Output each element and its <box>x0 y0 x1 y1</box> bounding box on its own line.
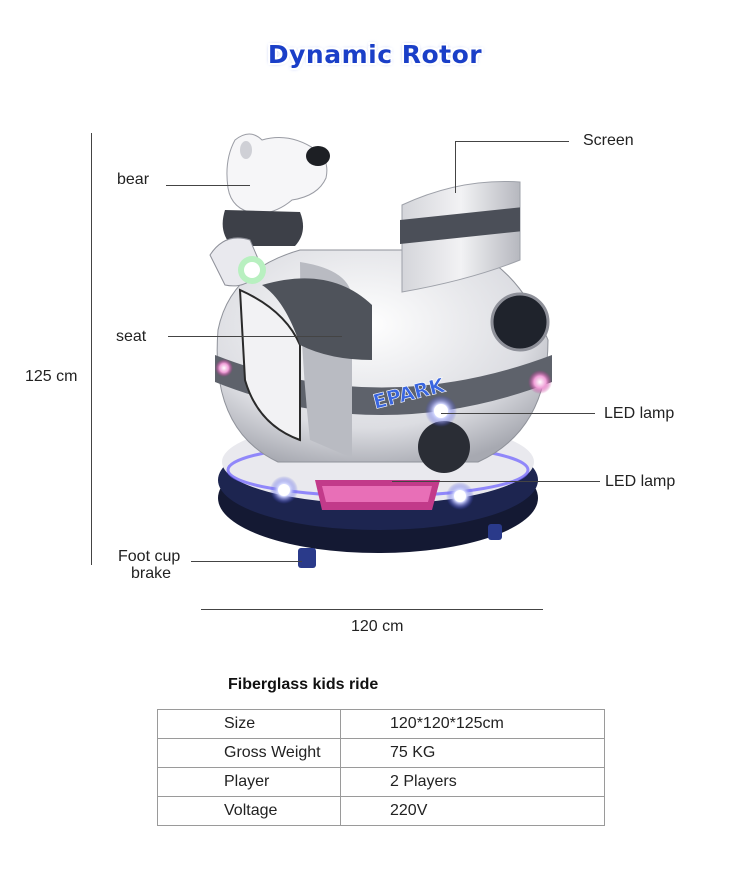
spec-value: 2 Players <box>340 767 605 797</box>
ride-pod <box>215 249 552 473</box>
callout-line-led-lower <box>392 481 600 482</box>
callout-line-foot-cup <box>191 561 302 562</box>
callout-line-screen <box>456 141 569 142</box>
height-dimension-line <box>91 133 92 565</box>
led-lamp-icon <box>215 359 552 510</box>
width-dimension-label: 120 cm <box>351 618 404 635</box>
callout-bear: bear <box>117 171 150 188</box>
callout-led-lamp-lower: LED lamp <box>605 473 676 490</box>
ride-illustration: EPARK <box>209 133 552 568</box>
callout-brake: brake <box>131 565 172 582</box>
callout-seat: seat <box>116 328 147 345</box>
spec-label: Size <box>157 709 341 739</box>
callout-line-screen-drop <box>455 141 456 193</box>
callout-led-lamp-upper: LED lamp <box>604 405 675 422</box>
spec-label: Gross Weight <box>157 738 341 768</box>
ride-bear <box>209 133 330 287</box>
ride-screen <box>400 181 521 293</box>
callout-screen: Screen <box>583 132 634 149</box>
spec-value: 120*120*125cm <box>340 709 605 739</box>
callout-foot-cup: Foot cup <box>118 548 181 565</box>
spec-label: Voltage <box>157 796 341 826</box>
spec-label: Player <box>157 767 341 797</box>
foot-cup-brake <box>298 524 502 568</box>
height-dimension-label: 125 cm <box>25 368 78 385</box>
callout-line-seat <box>168 336 342 337</box>
width-dimension-line <box>201 609 543 610</box>
spec-value: 75 KG <box>340 738 605 768</box>
page-title: Dynamic Rotor <box>267 40 483 69</box>
callout-line-bear <box>166 185 250 186</box>
spec-value: 220V <box>340 796 605 826</box>
callout-line-led-upper <box>441 413 595 414</box>
specs-title: Fiberglass kids ride <box>228 676 379 693</box>
